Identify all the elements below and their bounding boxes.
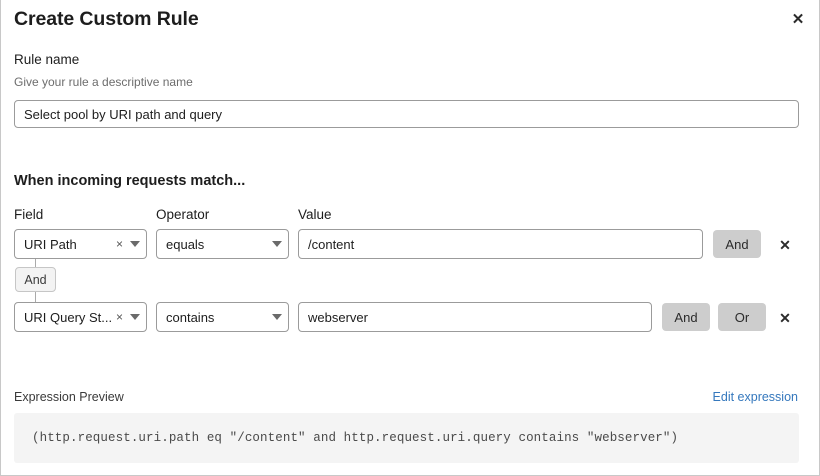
add-or-condition-button-1[interactable]: Or	[718, 303, 766, 331]
rule-name-input[interactable]	[14, 100, 799, 128]
add-and-condition-button-1[interactable]: And	[662, 303, 710, 331]
connector-line-top	[35, 259, 36, 268]
chevron-down-icon	[272, 241, 282, 247]
rule-name-label: Rule name	[14, 52, 80, 67]
match-section-heading: When incoming requests match...	[14, 173, 246, 189]
delete-condition-button-1[interactable]: ✕	[774, 307, 796, 329]
operator-select-value-1: contains	[166, 309, 215, 325]
connector-line-bottom	[35, 291, 36, 302]
field-select-value-1: URI Query St...	[24, 309, 113, 325]
clear-icon[interactable]: ×	[115, 237, 123, 251]
condition-row: URI Query St... × contains And Or ✕	[1, 302, 820, 332]
expression-preview-code: (http.request.uri.path eq "/content" and…	[32, 431, 679, 445]
field-select-value-0: URI Path	[24, 236, 77, 252]
chevron-down-icon	[272, 314, 282, 320]
edit-expression-link[interactable]: Edit expression	[712, 390, 798, 404]
delete-condition-button-0[interactable]: ✕	[774, 234, 796, 256]
column-header-field: Field	[14, 207, 44, 222]
column-header-operator: Operator	[156, 207, 210, 222]
operator-select-1[interactable]: contains	[156, 302, 289, 332]
expression-preview-box: (http.request.uri.path eq "/content" and…	[14, 413, 799, 463]
field-select-0[interactable]: URI Path ×	[14, 229, 147, 259]
field-select-1[interactable]: URI Query St... ×	[14, 302, 147, 332]
add-and-condition-button-0[interactable]: And	[713, 230, 761, 258]
operator-select-0[interactable]: equals	[156, 229, 289, 259]
clear-icon[interactable]: ×	[115, 310, 123, 324]
condition-row: URI Path × equals And ✕	[1, 229, 820, 259]
value-input-1[interactable]	[298, 302, 652, 332]
value-input-0[interactable]	[298, 229, 703, 259]
close-icon[interactable]: ✕	[785, 6, 811, 32]
chevron-down-icon	[130, 241, 140, 247]
group-connector-and-button[interactable]: And	[15, 267, 56, 292]
operator-select-value-0: equals	[166, 236, 205, 252]
expression-preview-label: Expression Preview	[14, 390, 124, 404]
chevron-down-icon	[130, 314, 140, 320]
column-header-value: Value	[298, 207, 332, 222]
rule-name-help-text: Give your rule a descriptive name	[14, 75, 193, 89]
page-title: Create Custom Rule	[14, 8, 199, 30]
